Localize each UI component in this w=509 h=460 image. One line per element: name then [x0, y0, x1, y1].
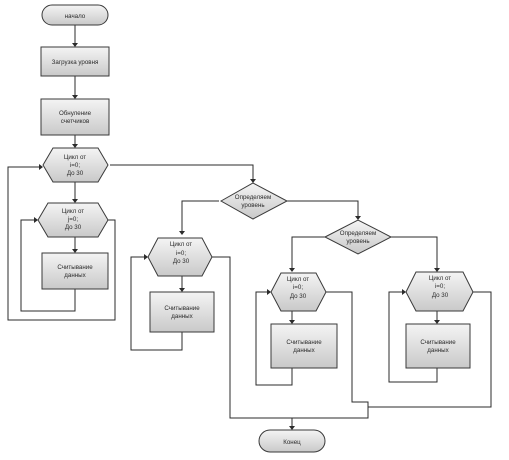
- outer-loop-line-2: i=0;: [70, 162, 80, 169]
- decision-2-line-1: Определяем: [340, 230, 376, 237]
- decision-1-line-1: Определяем: [235, 194, 271, 201]
- middle-loop-line-2: i=0;: [176, 250, 186, 257]
- middle-loop-line-1: Цикл от: [170, 241, 192, 248]
- right-loop-2-hexagon: Цикл от i=0; До 30: [405, 271, 474, 312]
- read-data-left-process: Считывание данных: [41, 252, 109, 290]
- read-left-line-2: данных: [64, 272, 86, 279]
- read-right-2-line-1: Считывание: [420, 339, 456, 346]
- decision-2-line-2: уровень: [346, 238, 369, 245]
- outer-loop-line-3: До 30: [67, 170, 84, 177]
- middle-loop-line-3: До 30: [173, 258, 190, 265]
- end-label: Конец: [283, 439, 301, 446]
- outer-loop-hexagon: Цикл от i=0; До 30: [42, 147, 109, 183]
- outer-loop-line-1: Цикл от: [64, 154, 86, 161]
- read-data-right-2-process: Считывание данных: [405, 323, 471, 369]
- load-level-process: Загрузка уровня: [40, 46, 110, 77]
- middle-loop-hexagon: Цикл от i=0; До 30: [147, 237, 213, 277]
- start-terminator: начало: [41, 4, 109, 26]
- start-label: начало: [65, 13, 86, 20]
- read-data-right-1-process: Считывание данных: [270, 323, 338, 369]
- inner-loop-line-1: Цикл от: [62, 208, 84, 215]
- decision-1-line-2: уровень: [241, 202, 264, 209]
- read-data-middle-process: Считывание данных: [149, 291, 215, 333]
- right-loop-2-line-1: Цикл от: [429, 275, 451, 282]
- load-level-label: Загрузка уровня: [52, 59, 99, 66]
- read-right-2-line-2: данных: [427, 347, 449, 354]
- right-loop-2-line-3: До 30: [432, 292, 449, 299]
- read-right-1-line-2: данных: [293, 347, 315, 354]
- inner-loop-line-2: j=0;: [67, 216, 78, 223]
- right-loop-1-hexagon: Цикл от i=0; До 30: [270, 272, 327, 312]
- inner-loop-hexagon: Цикл от j=0; До 30: [37, 202, 109, 238]
- read-middle-line-1: Считывание: [164, 305, 200, 312]
- decision-1-diamond: Определяем уровень: [219, 182, 289, 220]
- right-loop-1-line-2: i=0;: [293, 284, 303, 291]
- read-right-1-line-1: Считывание: [286, 339, 322, 346]
- decision-2-diamond: Определяем уровень: [323, 219, 393, 255]
- right-loop-1-line-3: До 30: [290, 293, 307, 300]
- connectors: [7, 25, 492, 430]
- inner-loop-line-3: До 30: [65, 224, 82, 231]
- reset-counters-process: Обнуление счетчиков: [40, 98, 110, 136]
- reset-label-line-1: Обнуление: [59, 110, 92, 117]
- right-loop-2-line-2: i=0;: [435, 283, 445, 290]
- right-loop-1-line-1: Цикл от: [287, 276, 309, 283]
- end-terminator: Конец: [258, 429, 326, 453]
- read-middle-line-2: данных: [171, 313, 193, 320]
- reset-label-line-2: счетчиков: [61, 118, 90, 125]
- read-left-line-1: Считывание: [57, 264, 93, 271]
